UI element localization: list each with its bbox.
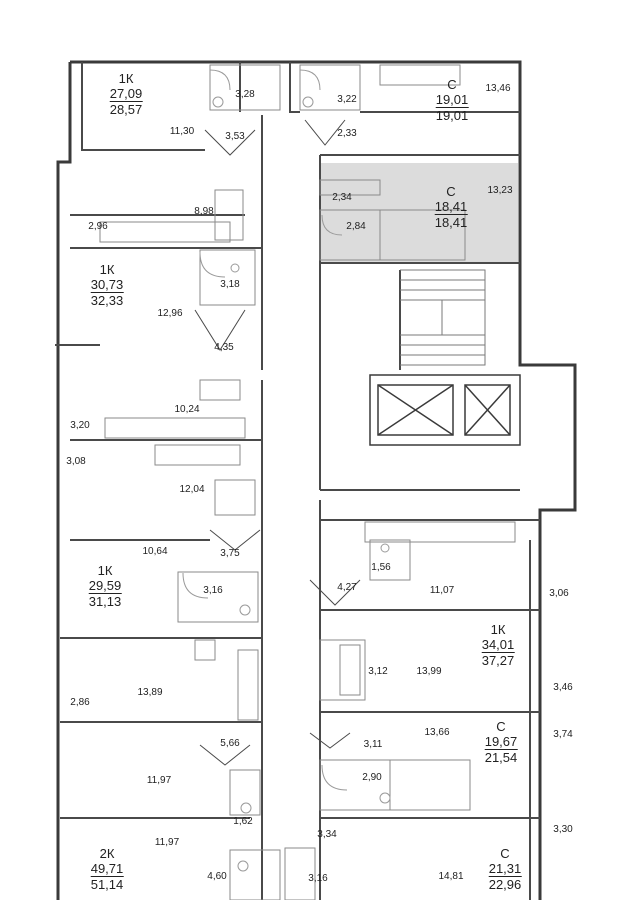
room-area-label: 2,33 [337,128,357,139]
room-area-label: 13,46 [485,83,511,94]
apartment-living-area: 29,59 [88,578,122,594]
room-area-label: 11,97 [154,837,180,848]
room-area-label: 3,12 [368,666,388,677]
apartment-total-area: 21,54 [484,750,518,765]
room-area-label: 10,24 [174,404,200,415]
room-area-label: 1,62 [233,816,253,827]
apartment-type: 1К [118,71,134,86]
room-area-label: 11,97 [146,775,172,786]
room-area-label: 8,98 [194,206,214,217]
room-area-label: 13,99 [416,666,442,677]
room-area-label: 2,34 [332,192,352,203]
apartment-total-area: 28,57 [109,102,143,117]
apartment-living-area: 49,71 [90,861,124,877]
apartment-label-a3: С 18,41 18,41 [434,184,468,230]
apartment-living-area: 19,01 [435,92,469,108]
room-area-label: 3,22 [337,94,357,105]
apartment-label-a2: С 19,01 19,01 [435,77,469,123]
apartment-label-a4: 1К 30,73 32,33 [90,262,124,308]
apartment-type: С [446,184,456,199]
room-area-label: 5,66 [220,738,240,749]
apartment-total-area: 31,13 [88,594,122,609]
apartment-total-area: 22,96 [488,877,522,892]
kitchen-counters [99,64,516,900]
room-area-label: 2,84 [346,221,366,232]
apartment-label-a5: 1К 29,59 31,13 [88,563,122,609]
apartment-living-area: 27,09 [109,86,143,102]
room-area-label: 13,23 [487,185,513,196]
apartment-total-area: 51,14 [90,877,124,892]
apartment-total-area: 37,27 [481,653,515,668]
apartment-label-a6: 1К 34,01 37,27 [481,622,515,668]
room-area-label: 13,66 [424,727,450,738]
room-area-label: 3,11 [363,739,383,750]
room-area-label: 11,30 [169,126,195,137]
room-area-label: 14,81 [438,871,464,882]
room-area-label: 10,64 [142,546,168,557]
room-area-label: 3,16 [308,873,328,884]
room-area-label: 2,96 [88,221,108,232]
highlighted-apartment-fill [320,163,518,263]
room-area-label: 3,16 [203,585,223,596]
door-arcs [194,119,361,766]
interior-walls [55,62,540,900]
room-area-label: 3,08 [66,456,86,467]
room-area-label: 3,20 [70,420,90,431]
room-area-label: 2,90 [362,772,382,783]
apartment-type: С [496,719,506,734]
apartment-type: 2К [99,846,115,861]
apartment-label-a7: С 19,67 21,54 [484,719,518,765]
apartment-label-a1: 1К 27,09 28,57 [109,71,143,117]
room-area-label: 3,28 [235,89,255,100]
room-area-label: 1,56 [371,562,391,573]
apartment-type: 1К [99,262,115,277]
apartment-living-area: 21,31 [488,861,522,877]
room-area-label: 3,30 [553,824,573,835]
apartment-type: 1К [490,622,506,637]
apartment-total-area: 19,01 [435,108,469,123]
room-area-label: 4,35 [214,342,234,353]
room-area-label: 2,86 [70,697,90,708]
apartment-type: 1К [97,563,113,578]
room-area-label: 3,18 [220,279,240,290]
room-area-label: 4,27 [337,582,357,593]
apartment-label-a9: С 21,31 22,96 [488,846,522,892]
room-area-label: 12,04 [179,484,205,495]
apartment-living-area: 19,67 [484,734,518,750]
staircase [400,269,486,366]
room-area-label: 3,34 [317,829,337,840]
apartment-living-area: 18,41 [434,199,468,215]
room-area-label: 11,07 [429,585,455,596]
room-area-label: 3,74 [553,729,573,740]
apartment-living-area: 30,73 [90,277,124,293]
apartment-label-a8: 2К 49,71 51,14 [90,846,124,892]
room-area-label: 4,60 [207,871,227,882]
apartment-living-area: 34,01 [481,637,515,653]
room-area-label: 12,96 [157,308,183,319]
fixtures [182,69,391,872]
apartment-total-area: 18,41 [434,215,468,230]
room-area-label: 3,06 [549,588,569,599]
apartment-type: С [500,846,510,861]
room-area-label: 3,53 [225,131,245,142]
room-area-label: 13,89 [137,687,163,698]
apartment-total-area: 32,33 [90,293,124,308]
core-shafts [369,374,521,446]
apartment-type: С [447,77,457,92]
room-area-label: 3,75 [220,548,240,559]
room-area-label: 3,46 [553,682,573,693]
